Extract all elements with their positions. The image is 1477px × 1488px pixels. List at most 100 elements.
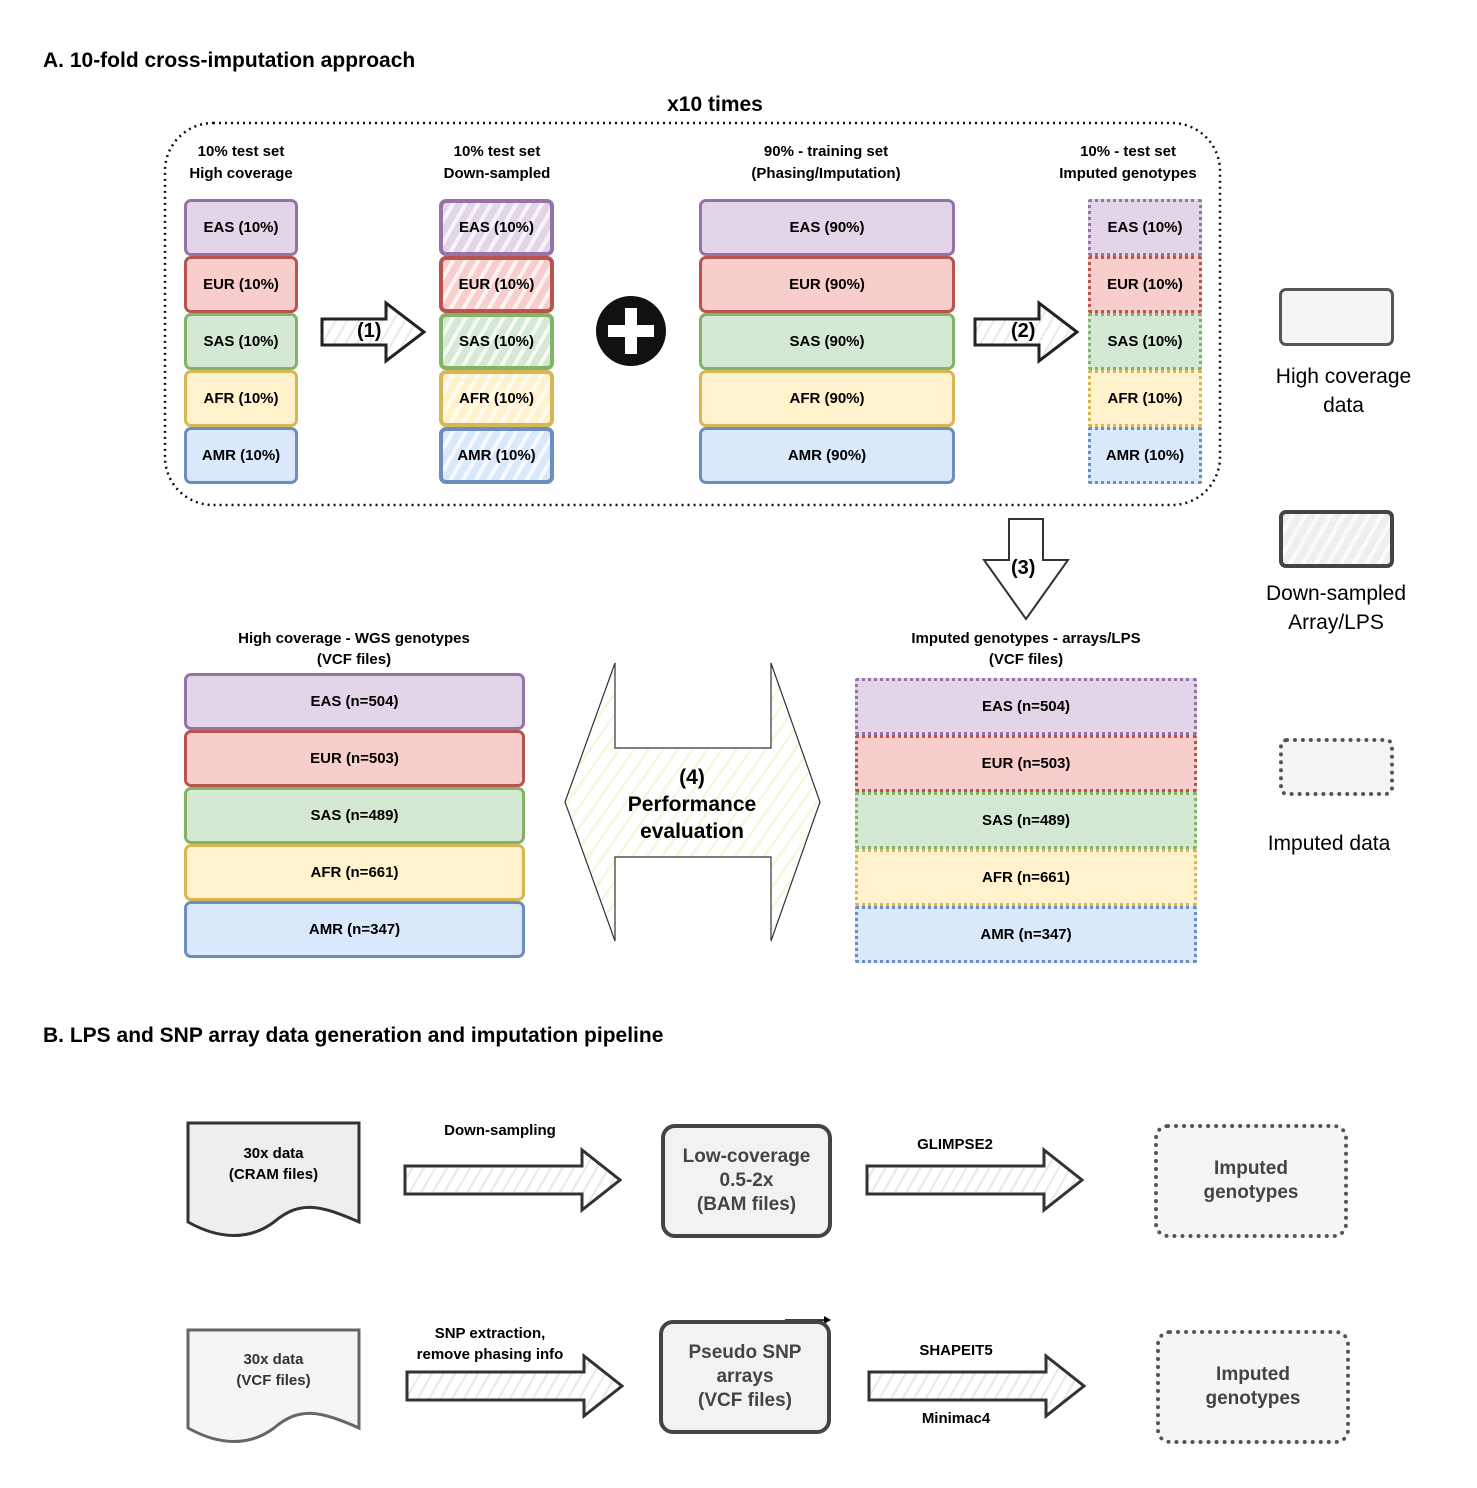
step-3-label: (3) xyxy=(1011,557,1036,579)
downsampled-box-eur: EUR (10%) xyxy=(439,256,554,313)
repeat-label: x10 times xyxy=(667,93,763,116)
training-box-sas: SAS (90%) xyxy=(699,313,955,370)
imputed-genotypes-node: Imputed genotypes xyxy=(1156,1330,1350,1444)
imputed-genotypes-node: Imputed genotypes xyxy=(1154,1124,1348,1238)
population-label: SAS (n=489) xyxy=(310,807,399,824)
source-line: 30x data xyxy=(243,1145,304,1162)
column-title-line: 10% test set xyxy=(453,143,541,160)
node-line: (BAM files) xyxy=(696,1194,797,1215)
pipe-line: SNP extraction, xyxy=(434,1325,546,1342)
step-4-label: (4) Performance evaluation xyxy=(592,764,792,845)
minimac4-label: Minimac4 xyxy=(921,1410,991,1427)
population-label: AMR (n=347) xyxy=(308,921,401,938)
step-4-text: evaluation xyxy=(640,820,744,843)
imputed-test-box-sas: SAS (10%) xyxy=(1088,313,1202,370)
training-box-eas: EAS (90%) xyxy=(699,199,955,256)
imputed-box-afr: AFR (n=661) xyxy=(855,849,1197,906)
legend-line: Down-sampled xyxy=(1265,582,1407,605)
population-label: AFR (10%) xyxy=(203,390,279,407)
legend-imputed-swatch xyxy=(1279,738,1394,796)
population-label: EUR (90%) xyxy=(789,276,865,293)
shapeit5-label: SHAPEIT5 xyxy=(919,1342,993,1359)
training-box-amr: AMR (90%) xyxy=(699,427,955,484)
population-label: EAS (10%) xyxy=(203,219,279,236)
imputed-box-eas: EAS (n=504) xyxy=(855,678,1197,735)
population-label: AMR (10%) xyxy=(457,447,536,464)
imputed-title-line: Imputed genotypes - arrays/LPS xyxy=(911,630,1141,647)
column-title: 90% - training set (Phasing/Imputation) xyxy=(701,141,951,185)
population-label: EAS (10%) xyxy=(1107,219,1183,236)
high-coverage-box-amr: AMR (10%) xyxy=(184,427,298,484)
high-coverage-box-eas: EAS (10%) xyxy=(184,199,298,256)
population-label: SAS (90%) xyxy=(789,333,865,350)
population-label: EAS (10%) xyxy=(458,219,535,236)
pseudo-snp-node: Pseudo SNP arrays (VCF files) xyxy=(659,1320,831,1434)
node-line: Pseudo SNP xyxy=(688,1342,802,1363)
imputed-title: Imputed genotypes - arrays/LPS (VCF file… xyxy=(855,628,1197,670)
pipe-line: remove phasing info xyxy=(416,1346,564,1363)
legend-high-coverage-label: High coverage data xyxy=(1246,362,1441,420)
wgs-title-line: High coverage - WGS genotypes xyxy=(238,630,470,647)
population-label: SAS (10%) xyxy=(1107,333,1183,350)
downsampled-box-eas: EAS (10%) xyxy=(439,199,554,256)
node-line: genotypes xyxy=(1205,1388,1301,1409)
population-label: AMR (90%) xyxy=(787,447,867,464)
snp-extraction-label: SNP extraction, remove phasing info xyxy=(400,1323,580,1365)
source-line: (CRAM files) xyxy=(228,1166,319,1183)
high-coverage-box-sas: SAS (10%) xyxy=(184,313,298,370)
column-title: 10% test set Down-sampled xyxy=(397,141,597,185)
step-2-label: (2) xyxy=(1011,320,1036,342)
imputed-test-box-eur: EUR (10%) xyxy=(1088,256,1202,313)
imputed-box-sas: SAS (n=489) xyxy=(855,792,1197,849)
node-line: genotypes xyxy=(1203,1182,1299,1203)
node-line: 0.5-2x xyxy=(719,1170,774,1191)
population-label: SAS (10%) xyxy=(203,333,279,350)
population-label: AFR (90%) xyxy=(789,390,865,407)
column-title-line: (Phasing/Imputation) xyxy=(751,165,901,182)
population-label: AFR (10%) xyxy=(1107,390,1183,407)
population-label: AMR (10%) xyxy=(201,447,281,464)
column-title-line: Imputed genotypes xyxy=(1059,165,1197,182)
legend-imputed-label: Imputed data xyxy=(1267,832,1391,855)
population-label: AFR (n=661) xyxy=(310,864,399,881)
population-label: AMR (n=347) xyxy=(980,926,1072,943)
arrow-step-2 xyxy=(973,299,1080,365)
population-label: EUR (10%) xyxy=(203,276,279,293)
glimpse2-label: GLIMPSE2 xyxy=(917,1136,993,1153)
legend-line: Array/LPS xyxy=(1288,611,1384,634)
source-vcf-label: 30x data (VCF files) xyxy=(188,1349,359,1391)
document-vcf-shape xyxy=(186,1328,361,1443)
node-line: Imputed xyxy=(1216,1364,1290,1385)
arrow-downsampling xyxy=(403,1146,623,1214)
source-line: (VCF files) xyxy=(236,1372,311,1389)
population-label: EAS (90%) xyxy=(789,219,865,236)
wgs-title: High coverage - WGS genotypes (VCF files… xyxy=(183,628,525,670)
legend-downsampled-label: Down-sampled Array/LPS xyxy=(1236,579,1436,637)
wgs-title-line: (VCF files) xyxy=(316,651,392,668)
wgs-box-afr: AFR (n=661) xyxy=(184,844,525,901)
wgs-box-amr: AMR (n=347) xyxy=(184,901,525,958)
step-4-number: (4) xyxy=(679,766,705,789)
column-title-line: 90% - training set xyxy=(763,143,889,160)
node-line: Low-coverage xyxy=(682,1146,811,1167)
column-title-line: 10% test set xyxy=(197,143,285,160)
population-label: AFR (n=661) xyxy=(982,869,1070,886)
arrow-snp-extraction xyxy=(405,1352,625,1420)
downsampled-box-amr: AMR (10%) xyxy=(439,427,554,484)
population-label: AMR (10%) xyxy=(1105,447,1185,464)
step-4-text: Performance xyxy=(627,793,757,816)
imputed-box-amr: AMR (n=347) xyxy=(855,906,1197,963)
legend-line: data xyxy=(1323,394,1364,417)
legend-downsampled-swatch xyxy=(1279,510,1394,568)
population-label: SAS (10%) xyxy=(458,333,535,350)
node-line: (VCF files) xyxy=(698,1390,792,1411)
double-arrow-step-4 xyxy=(564,662,821,942)
column-title-line: 10% - test set xyxy=(1080,143,1176,160)
wgs-box-eur: EUR (n=503) xyxy=(184,730,525,787)
column-title-line: High coverage xyxy=(189,165,293,182)
low-coverage-label: Low-coverage 0.5-2x (BAM files) xyxy=(683,1145,811,1217)
imputed-test-box-amr: AMR (10%) xyxy=(1088,427,1202,484)
imputed-test-box-afr: AFR (10%) xyxy=(1088,370,1202,427)
arrow-step-1 xyxy=(320,299,427,365)
